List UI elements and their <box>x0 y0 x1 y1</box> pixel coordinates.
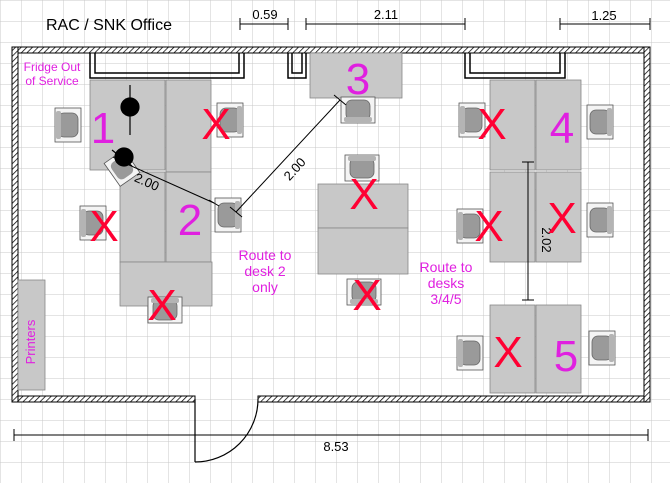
desk-1-top <box>165 79 212 173</box>
desk-x-right-bottom <box>489 304 536 394</box>
desk-number-1: 1 <box>91 104 115 153</box>
page-title: RAC / SNK Office <box>46 17 172 34</box>
desk-middle-lower <box>317 227 409 275</box>
fridge-markers <box>111 85 140 167</box>
desk-3 <box>309 52 403 99</box>
dimension-top-right: 1.25 <box>591 8 616 23</box>
desk-x-right-top <box>489 79 536 171</box>
unavailable-mark: X <box>477 100 506 149</box>
desk-number-4: 4 <box>550 104 574 153</box>
desk-4 <box>535 79 582 171</box>
desk-x-right-mid-right <box>535 171 582 263</box>
desk-number-5: 5 <box>554 332 578 381</box>
dimension-lines <box>13 18 651 441</box>
unavailable-mark: X <box>349 170 378 219</box>
entrance-door <box>194 398 259 463</box>
dimension-vertical-right: 2.02 <box>539 227 554 252</box>
unavailable-marks: X X X X X X X X X <box>89 100 576 377</box>
unavailable-mark: X <box>352 271 381 320</box>
unavailable-mark: X <box>201 100 230 149</box>
window-alcoves <box>89 53 566 79</box>
unavailable-mark: X <box>474 202 503 251</box>
desk-5 <box>535 304 582 394</box>
unavailable-mark: X <box>89 202 118 251</box>
unavailable-mark: X <box>493 328 522 377</box>
desk-number-2: 2 <box>178 196 202 245</box>
unavailable-mark: X <box>147 281 176 330</box>
dimension-total-width: 8.53 <box>323 439 348 454</box>
route-lines <box>112 94 534 301</box>
printers-label: Printers <box>23 319 38 364</box>
desk-middle-upper <box>317 183 409 229</box>
unavailable-mark: X <box>547 194 576 243</box>
printers-block <box>17 279 46 391</box>
dimension-top-small: 0.59 <box>252 7 277 22</box>
desks <box>89 52 582 394</box>
desk-number-3: 3 <box>346 55 370 104</box>
dimension-top-mid: 2.11 <box>374 7 398 22</box>
